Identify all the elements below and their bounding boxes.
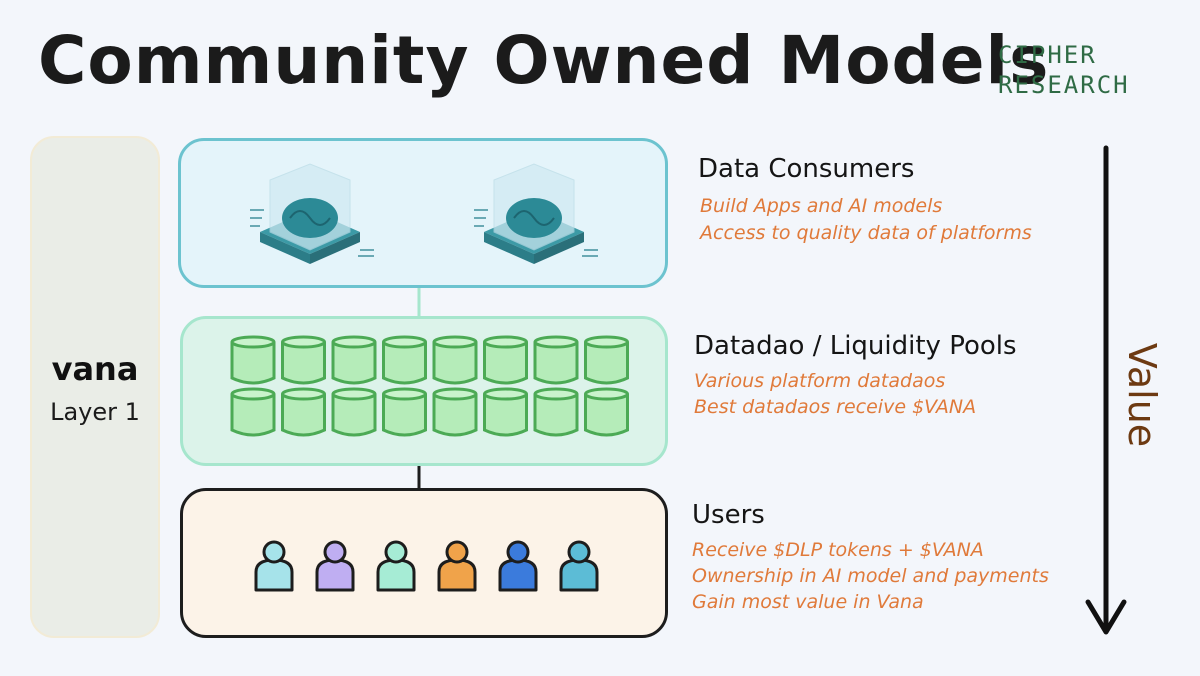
datadao-heading: Datadao / Liquidity Pools <box>694 331 1017 361</box>
database-cylinder-icon <box>584 335 629 385</box>
users-line-3: Gain most value in Vana <box>692 591 924 613</box>
database-cylinder-icon <box>331 335 377 385</box>
database-cylinder-icon <box>331 387 377 437</box>
brand-logo: CIPHER RESEARCH <box>998 40 1130 100</box>
user-icon <box>498 540 538 592</box>
data-consumers-heading: Data Consumers <box>698 154 915 184</box>
value-arrow-icon <box>1085 145 1127 635</box>
database-cylinder-icon <box>533 387 579 437</box>
database-cylinder-icon <box>584 387 629 437</box>
users-heading: Users <box>692 500 765 530</box>
data-consumers-line-2: Access to quality data of platforms <box>700 222 1032 244</box>
ai-chip-brain-icon <box>474 163 598 264</box>
database-cylinder-icon <box>483 335 528 385</box>
layer1-label: Layer 1 <box>50 398 140 426</box>
database-cylinder-icon <box>281 335 326 385</box>
users-line-2: Ownership in AI model and payments <box>692 565 1049 587</box>
database-cylinder-icon <box>382 387 427 437</box>
user-icons-row <box>254 540 599 592</box>
database-cylinder-icon <box>281 387 326 437</box>
user-icon <box>376 540 416 592</box>
database-cylinder-icon <box>382 335 427 385</box>
database-cylinder-icon <box>432 335 478 385</box>
datadao-line-1: Various platform datadaos <box>694 370 946 392</box>
user-icon <box>437 540 477 592</box>
layer1-panel <box>30 136 160 638</box>
user-icon <box>315 540 355 592</box>
users-line-1: Receive $DLP tokens + $VANA <box>692 539 984 561</box>
database-cylinder-icon <box>533 335 579 385</box>
brand-line-1: CIPHER <box>998 41 1097 69</box>
user-icon <box>559 540 599 592</box>
brand-line-2: RESEARCH <box>998 71 1130 99</box>
datadao-line-2: Best datadaos receive $VANA <box>694 396 977 418</box>
page-title: Community Owned Models <box>38 22 1050 99</box>
ai-chip-brain-icon <box>250 163 374 264</box>
value-label: Value <box>1120 342 1164 448</box>
database-cylinder-grid <box>230 335 629 437</box>
data-consumers-line-1: Build Apps and AI models <box>700 195 943 217</box>
vana-logo: vana <box>51 350 139 388</box>
data-consumers-box <box>178 138 668 288</box>
user-icon <box>254 540 294 592</box>
database-cylinder-icon <box>230 335 276 385</box>
database-cylinder-icon <box>483 387 528 437</box>
database-cylinder-icon <box>230 387 276 437</box>
database-cylinder-icon <box>432 387 478 437</box>
